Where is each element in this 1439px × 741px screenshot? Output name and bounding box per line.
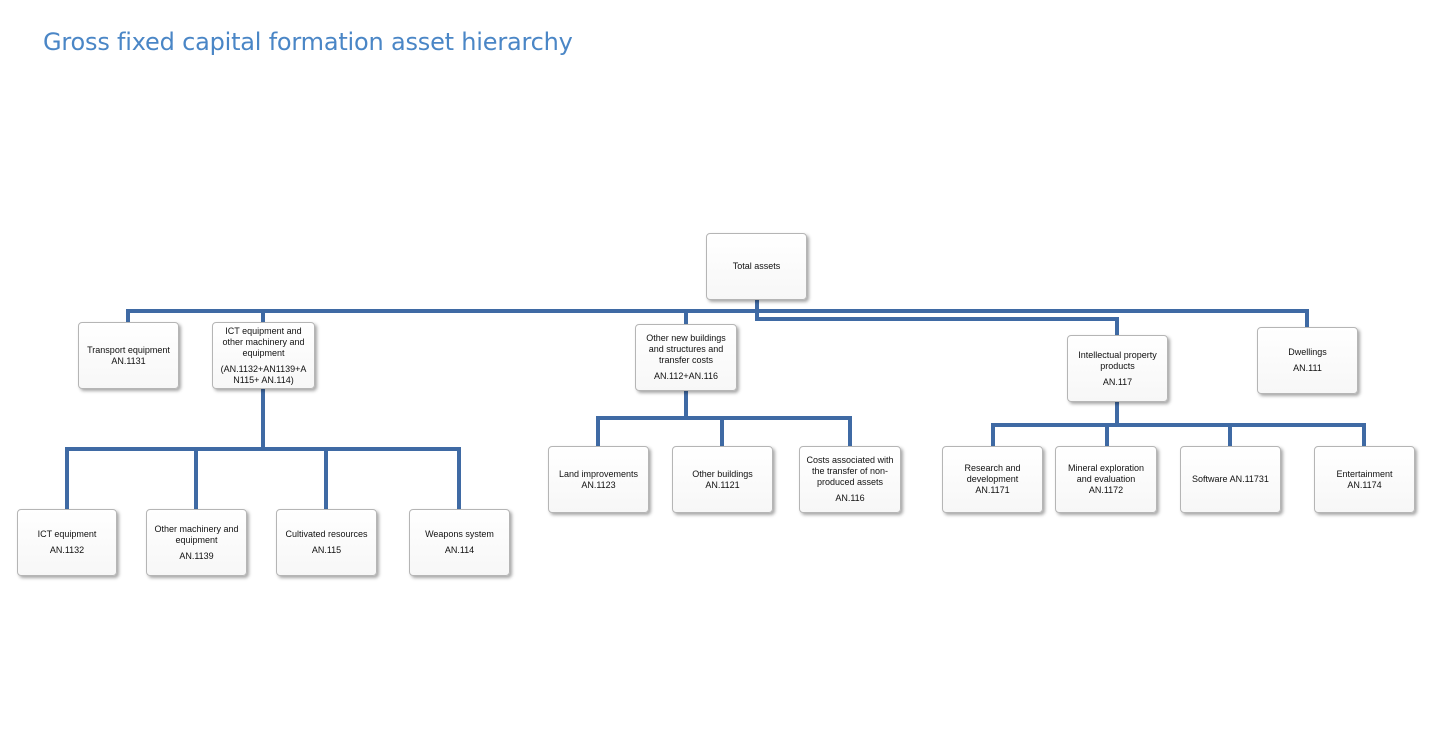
node-label: Mineral exploration and evaluation <box>1067 463 1145 484</box>
node-dwellings: Dwellings AN.111 <box>1257 327 1358 394</box>
node-label: Entertainment <box>1336 468 1393 479</box>
node-code: AN.1171 <box>975 485 1010 495</box>
node-other-machinery-equipment: Other machinery and equipment AN.1139 <box>146 509 247 576</box>
node-ict-and-other-machinery: ICT equipment and other machinery and eq… <box>212 322 315 389</box>
node-label: Software AN.11731 <box>1192 474 1269 484</box>
node-code: AN.1132 <box>49 545 85 555</box>
node-transport-equipment: Transport equipment AN.1131 <box>78 322 179 389</box>
node-intellectual-property-products: Intellectual property products AN.117 <box>1067 335 1168 402</box>
node-label: Weapons system <box>425 529 494 539</box>
node-label: Other buildings <box>692 468 753 479</box>
node-code: AN.1174 <box>1347 479 1382 490</box>
node-code: AN.1172 <box>1088 485 1124 495</box>
node-code: AN.112+AN.116 <box>654 371 718 381</box>
node-transfer-costs: Costs associated with the transfer of no… <box>799 446 901 513</box>
node-label: Land improvements <box>558 468 639 479</box>
node-label: ICT equipment and other machinery and eq… <box>222 325 305 358</box>
node-code: AN.1121 <box>705 479 740 490</box>
node-weapons-system: Weapons system AN.114 <box>409 509 510 576</box>
node-code: AN.1131 <box>111 355 146 366</box>
node-other-buildings: Other buildings AN.1121 <box>672 446 773 513</box>
page-title: Gross fixed capital formation asset hier… <box>43 28 573 56</box>
node-code: AN.115 <box>311 545 342 555</box>
node-label: Other machinery and equipment <box>154 523 239 545</box>
node-label: ICT equipment <box>37 529 97 539</box>
node-code: AN.1139 <box>179 550 214 561</box>
node-other-buildings-structures: Other new buildings and structures and t… <box>635 324 737 391</box>
node-cultivated-resources: Cultivated resources AN.115 <box>276 509 377 576</box>
node-total-assets: Total assets <box>706 233 807 300</box>
node-research-development: Research and development AN.1171 <box>942 446 1043 513</box>
node-code: AN.1123 <box>581 479 616 490</box>
node-code: AN.116 <box>835 493 865 503</box>
node-entertainment: Entertainment AN.1174 <box>1314 446 1415 513</box>
node-ict-equipment: ICT equipment AN.1132 <box>17 509 117 576</box>
node-software: Software AN.11731 <box>1180 446 1281 513</box>
node-land-improvements: Land improvements AN.1123 <box>548 446 649 513</box>
node-label: Cultivated resources <box>285 529 368 539</box>
node-code: AN.117 <box>1102 376 1133 387</box>
node-label: Dwellings <box>1288 347 1327 357</box>
node-label: Costs associated with the transfer of no… <box>806 455 894 487</box>
node-label: Total assets <box>732 261 781 271</box>
node-code: (AN.1132+AN1139+A N115+ AN.114) <box>220 363 307 385</box>
node-label: Intellectual property products <box>1078 349 1157 371</box>
node-label: Other new buildings and structures and t… <box>646 333 726 365</box>
node-label: Transport equipment <box>87 344 170 355</box>
node-code: AN.114 <box>444 545 475 555</box>
node-label: Research and development <box>964 463 1021 484</box>
node-code: AN.111 <box>1293 363 1322 373</box>
node-mineral-exploration: Mineral exploration and evaluation AN.11… <box>1055 446 1157 513</box>
